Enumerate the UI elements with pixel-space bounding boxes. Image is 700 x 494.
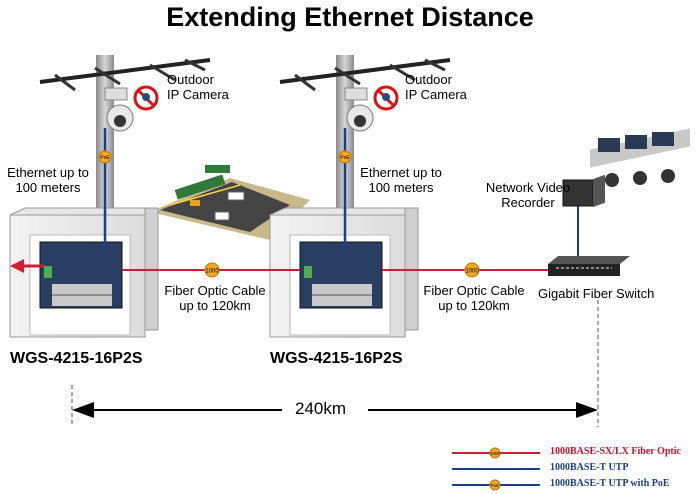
distance-arrow-right-icon (576, 402, 598, 418)
svg-text:PoE: PoE (491, 483, 500, 488)
industrial-switch-2 (299, 241, 383, 309)
camera-label-2: Outdoor IP Camera (405, 72, 467, 102)
no-intruder-icon (373, 85, 399, 111)
arrow-head-icon (10, 259, 24, 273)
legend-label-fiber: 1000BASE-SX/LX Fiber Optic (550, 446, 681, 457)
ip-camera-1-icon (104, 87, 134, 132)
legend-label-utp: 1000BASE-T UTP (550, 462, 629, 473)
fiber-badge: 1000 (464, 262, 480, 278)
no-intruder-icon (133, 85, 159, 111)
legend-label-poe: 1000BASE-T UTP with PoE (550, 478, 670, 489)
camera-label-1: Outdoor IP Camera (167, 72, 229, 102)
svg-text:PoE: PoE (340, 155, 350, 161)
fiber-badge: 1000 (204, 262, 220, 278)
nvr-label: Network Video Recorder (485, 180, 571, 210)
fiber-label-2: Fiber Optic Cable up to 120km (423, 283, 525, 313)
poe-badge: PoE (338, 150, 352, 164)
ethernet-label-2: Ethernet up to 100 meters (360, 165, 442, 195)
svg-text:PoE: PoE (100, 155, 110, 161)
distance-arrow-left-icon (72, 402, 94, 418)
industrial-switch-1 (39, 241, 123, 309)
control-room-icon (590, 128, 690, 187)
ip-camera-2-icon (344, 87, 374, 132)
nvr-device (562, 174, 605, 208)
svg-text:1000: 1000 (205, 269, 219, 275)
legend-swatch-poe: PoE (452, 479, 540, 491)
fiber-label-1: Fiber Optic Cable up to 120km (164, 283, 266, 313)
ethernet-label-1: Ethernet up to 100 meters (7, 165, 89, 195)
legend-swatch-fiber: 1000 (452, 447, 540, 459)
poe-badge: PoE (98, 150, 112, 164)
svg-text:1000: 1000 (490, 451, 501, 456)
switch-label: Gigabit Fiber Switch (538, 286, 655, 301)
gigabit-fiber-switch (548, 256, 630, 276)
model-name-2: WGS-4215-16P2S (270, 350, 403, 367)
model-name-1: WGS-4215-16P2S (10, 350, 143, 367)
svg-text:1000: 1000 (465, 269, 479, 275)
page-title: Extending Ethernet Distance (166, 2, 534, 32)
distance-label: 240km (295, 399, 347, 418)
